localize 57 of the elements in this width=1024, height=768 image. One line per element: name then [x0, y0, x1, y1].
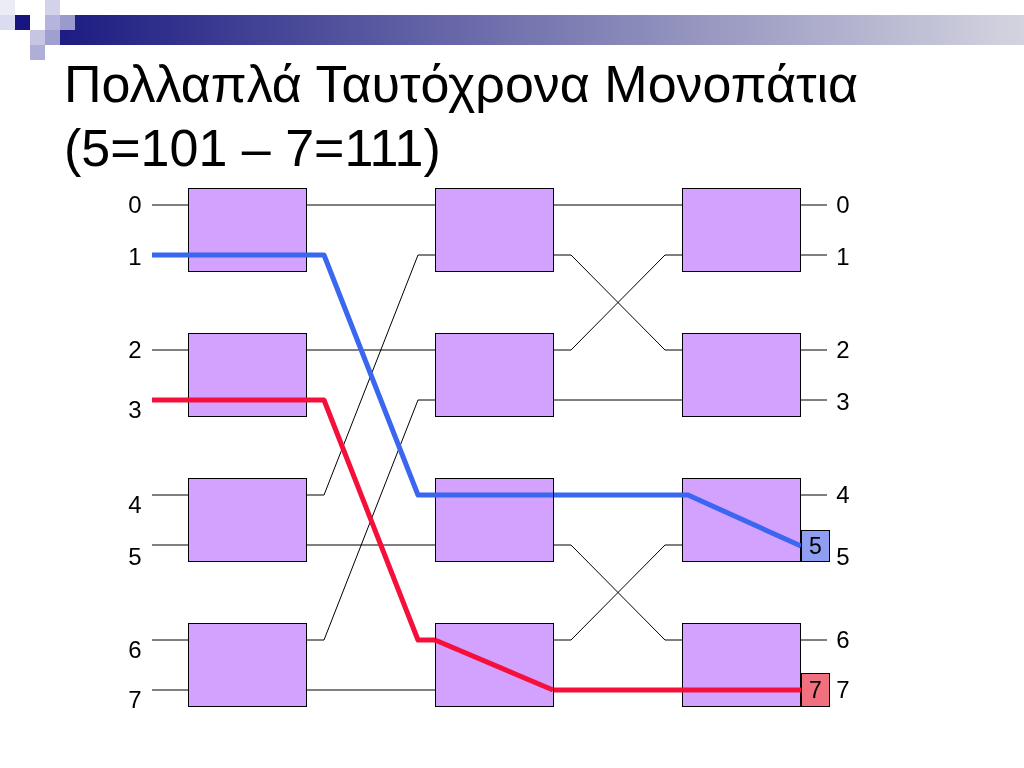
- highlighted-route: [152, 397, 188, 403]
- switch-box: [435, 623, 554, 707]
- port-number: 2: [831, 336, 855, 364]
- highlighted-route: [152, 252, 188, 258]
- port-number: 3: [831, 388, 855, 416]
- slide-title: Πολλαπλά Ταυτόχρονα Μονοπάτια (5=101 – 7=111): [64, 54, 860, 179]
- port-number: 1: [122, 243, 148, 271]
- wire: [151, 204, 189, 206]
- highlighted-route: [554, 492, 682, 498]
- port-number: 6: [122, 636, 148, 664]
- switch-box: [188, 188, 307, 272]
- output-tag: 7: [801, 673, 830, 707]
- switch-box: [435, 188, 554, 272]
- wire: [151, 494, 189, 496]
- wire: [800, 349, 828, 351]
- output-tag: 5: [801, 530, 830, 562]
- crossed-wires: [553, 254, 683, 351]
- port-number: 0: [831, 191, 855, 219]
- wire: [800, 399, 828, 401]
- port-number: 1: [831, 243, 855, 271]
- switch-box: [682, 478, 801, 562]
- port-number: 2: [122, 336, 148, 364]
- wire: [151, 544, 189, 546]
- port-number: 4: [831, 481, 855, 509]
- switch-box: [682, 188, 801, 272]
- wire: [151, 349, 189, 351]
- switch-box: [682, 623, 801, 707]
- port-number: 7: [831, 676, 855, 704]
- port-number: 4: [122, 491, 148, 519]
- switch-box: [188, 333, 307, 417]
- port-number: 0: [122, 191, 148, 219]
- wire: [151, 639, 189, 641]
- wire: [306, 544, 436, 546]
- port-number: 5: [831, 543, 855, 571]
- highlighted-route: [682, 687, 801, 693]
- port-number: 3: [122, 396, 148, 424]
- wire: [306, 349, 436, 351]
- switch-box: [188, 623, 307, 707]
- wire: [151, 689, 189, 691]
- port-number: 6: [831, 626, 855, 654]
- wire: [800, 204, 828, 206]
- wire: [800, 254, 828, 256]
- switch-box: [682, 333, 801, 417]
- switch-box: [435, 333, 554, 417]
- wire: [800, 639, 828, 641]
- wire: [553, 399, 683, 401]
- wire: [306, 204, 436, 206]
- port-number: 7: [122, 686, 148, 714]
- highlighted-route: [682, 492, 803, 549]
- switch-box: [435, 478, 554, 562]
- wire: [800, 494, 828, 496]
- port-number: 5: [122, 543, 148, 571]
- wire: [306, 689, 436, 691]
- wire: [553, 204, 683, 206]
- highlighted-route: [554, 687, 682, 693]
- crossed-wires: [553, 544, 683, 641]
- switch-box: [188, 478, 307, 562]
